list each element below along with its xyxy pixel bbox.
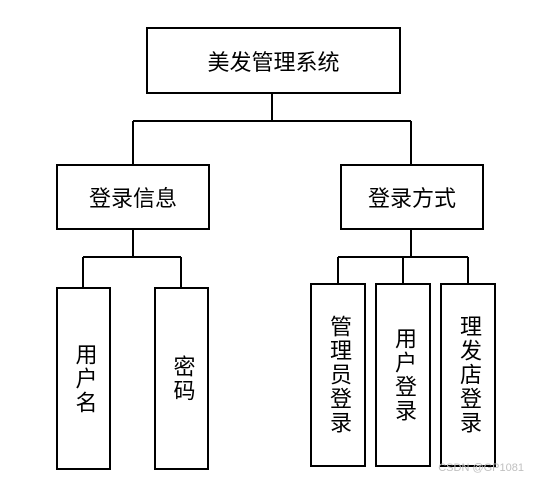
node-salon-login: 理发店登录: [440, 283, 496, 467]
node-login-method: 登录方式: [340, 164, 484, 230]
watermark: CSDN @GP1081: [438, 462, 524, 474]
node-password-label: 密码: [169, 354, 195, 403]
node-admin-login: 管理员登录: [310, 283, 366, 467]
node-login-info: 登录信息: [56, 164, 210, 230]
node-password: 密码: [154, 287, 209, 470]
node-user-login: 用户登录: [375, 283, 431, 467]
node-root-label: 美发管理系统: [207, 50, 340, 76]
node-user-login-label: 用户登录: [391, 327, 416, 423]
node-salon-login-label: 理发店登录: [456, 315, 481, 435]
node-username: 用户名: [56, 287, 111, 470]
node-username-label: 用户名: [71, 342, 97, 415]
node-login-info-label: 登录信息: [88, 187, 177, 212]
node-admin-login-label: 管理员登录: [326, 315, 351, 435]
node-root: 美发管理系统: [146, 27, 401, 94]
node-login-method-label: 登录方式: [367, 187, 456, 212]
